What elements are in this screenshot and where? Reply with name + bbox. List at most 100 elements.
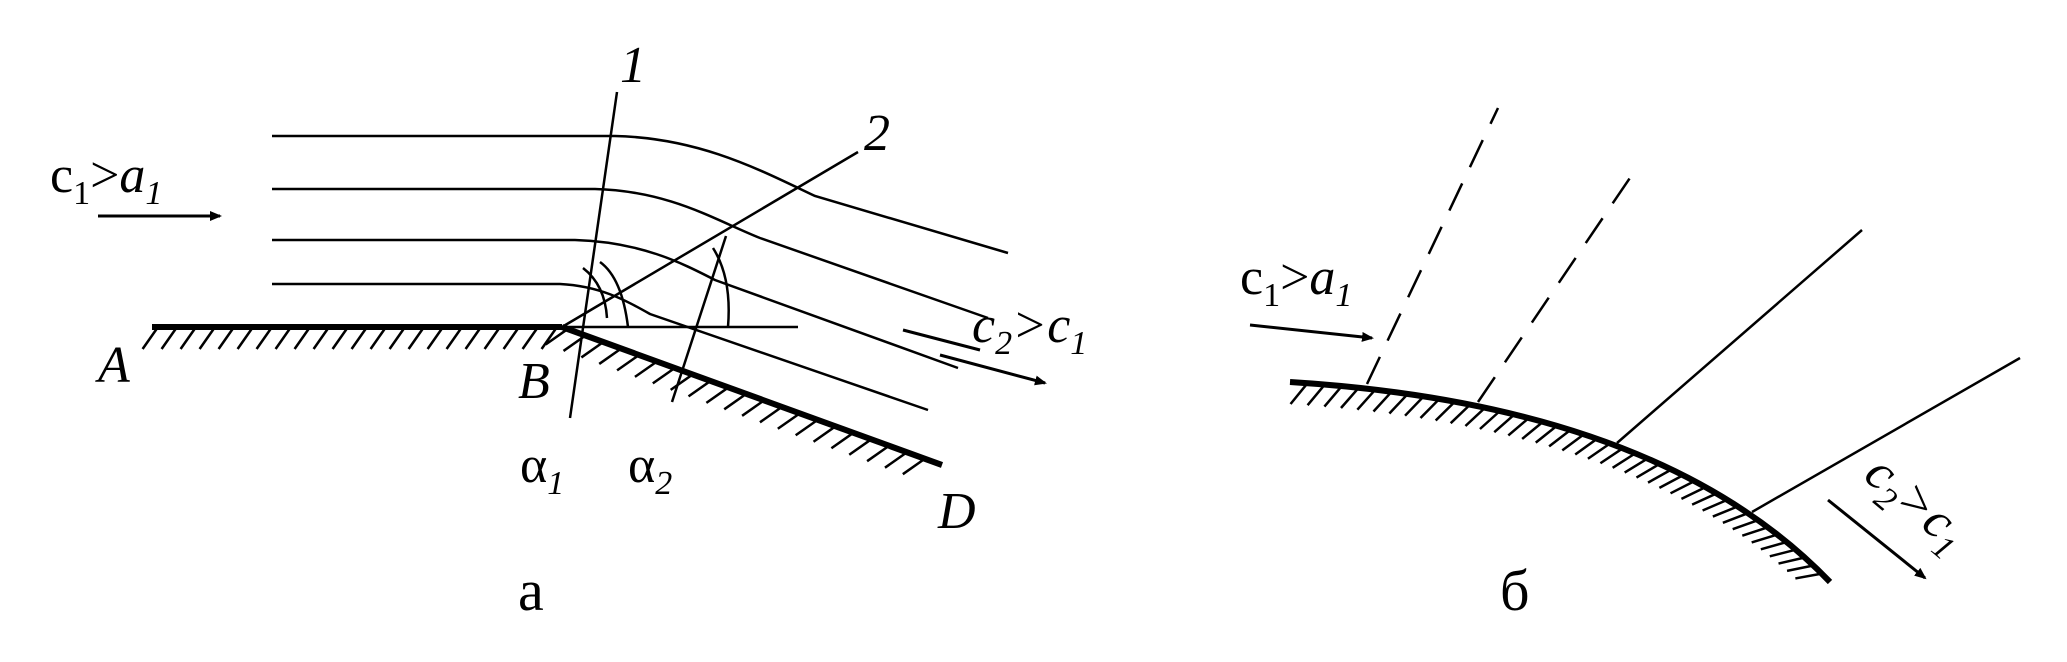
angle-arc-alpha1-inner	[582, 267, 609, 319]
hatch-stroke	[723, 392, 747, 411]
hatch-stroke	[350, 326, 369, 350]
hatch-stroke	[1702, 498, 1728, 512]
hatch-stroke	[445, 326, 464, 350]
hatch-stroke	[777, 412, 801, 430]
hatch-stroke	[141, 326, 160, 350]
dashed-mach-wave-2	[1476, 165, 1640, 403]
flow-in-label: c1>a1	[50, 147, 162, 212]
hatch-stroke	[1306, 383, 1326, 406]
hatch-stroke	[1356, 388, 1377, 411]
hatch-stroke	[1647, 468, 1673, 484]
hatch-stroke	[741, 399, 765, 417]
hatch-stroke	[483, 326, 502, 350]
hatch-stroke	[580, 340, 605, 359]
hatch-stroke	[274, 326, 293, 350]
mach-line-2-extension	[670, 235, 728, 403]
hatch-stroke	[331, 326, 350, 350]
line-2-label: 2	[864, 105, 890, 162]
solid-mach-wave-1	[1616, 229, 1863, 444]
hatch-stroke	[1561, 433, 1585, 452]
flow-out-arrow-upper	[902, 328, 981, 352]
hatch-stroke	[426, 326, 445, 350]
curved-wall-hatching	[1289, 382, 1823, 580]
hatch-stroke	[669, 373, 694, 391]
hatch-stroke	[1760, 540, 1788, 551]
hatch-stroke	[1372, 390, 1393, 413]
hatch-stroke	[464, 326, 483, 350]
hatch-stroke	[1479, 410, 1501, 430]
hatch-stroke	[1722, 512, 1749, 524]
flow-out-arrow	[939, 353, 1047, 386]
hatch-stroke	[1388, 393, 1409, 415]
wall-bd-hatching	[544, 328, 926, 476]
hatch-stroke	[179, 326, 198, 350]
hatch-stroke	[794, 418, 819, 437]
alpha2-label: α2	[628, 437, 672, 502]
hatch-stroke	[1658, 474, 1684, 490]
alpha1-label: α1	[520, 437, 564, 502]
point-d-label: D	[937, 483, 976, 540]
streamline-3	[272, 238, 959, 370]
streamline-4	[272, 282, 929, 412]
panel-b: c1>a1 c2>c1 б	[1240, 107, 2021, 623]
hatch-stroke	[1769, 548, 1797, 558]
flow-in-label-b: c1>a1	[1240, 249, 1352, 314]
hatch-stroke	[1795, 572, 1823, 580]
hatch-stroke	[812, 425, 837, 443]
hatch-stroke	[540, 326, 559, 350]
hatch-stroke	[759, 405, 783, 424]
hatch-stroke	[1464, 406, 1486, 427]
mach-line-2	[561, 150, 859, 329]
mach-line-1	[568, 91, 619, 419]
hatch-stroke	[1751, 533, 1778, 544]
hatch-stroke	[160, 326, 179, 350]
hatch-stroke	[830, 431, 855, 450]
hatch-stroke	[902, 457, 926, 476]
flow-in-arrow-b	[1249, 323, 1374, 342]
hatch-stroke	[1434, 400, 1456, 422]
hatch-stroke	[1741, 526, 1769, 537]
flow-out-arrow-b	[1827, 498, 1927, 580]
hatch-stroke	[687, 379, 712, 398]
hatch-stroke	[1449, 403, 1471, 425]
hatch-stroke	[598, 347, 622, 365]
wall-ab-hatching	[141, 326, 559, 350]
hatch-stroke	[293, 326, 312, 350]
hatch-stroke	[1419, 398, 1441, 419]
hatch-stroke	[198, 326, 217, 350]
hatch-stroke	[255, 326, 274, 350]
curved-wall	[1289, 379, 1833, 585]
panel-a-caption: а	[518, 558, 544, 623]
hatch-stroke	[1786, 564, 1814, 573]
hatch-stroke	[634, 360, 658, 378]
hatch-stroke	[217, 326, 236, 350]
hatch-stroke	[544, 328, 569, 346]
panel-b-caption: б	[1500, 558, 1530, 623]
point-b-label: B	[518, 353, 550, 410]
flow-out-label-b: c2>c1	[1849, 444, 1979, 568]
hatch-stroke	[1712, 505, 1739, 518]
solid-mach-wave-2	[1751, 356, 2021, 514]
point-a-label: A	[95, 337, 130, 394]
hatch-stroke	[312, 326, 331, 350]
hatch-stroke	[369, 326, 388, 350]
hatch-stroke	[616, 353, 640, 372]
hatch-stroke	[1404, 395, 1425, 417]
hatch-stroke	[705, 386, 730, 404]
line-1-label: 1	[620, 37, 646, 94]
wall-bd	[560, 324, 944, 468]
hatch-stroke	[1289, 382, 1309, 405]
hatch-stroke	[1574, 437, 1598, 456]
hatch-stroke	[236, 326, 255, 350]
flow-out-label: c2>c1	[972, 297, 1087, 362]
hatch-stroke	[848, 438, 872, 456]
hatch-stroke	[866, 444, 890, 463]
hatch-stroke	[1340, 386, 1360, 409]
hatch-stroke	[1587, 442, 1611, 460]
angle-arc-alpha2	[711, 247, 730, 328]
dashed-mach-wave-1	[1365, 107, 1500, 385]
hatch-stroke	[1548, 429, 1572, 448]
hatch-stroke	[1493, 413, 1516, 434]
hatch-stroke	[1599, 447, 1624, 465]
